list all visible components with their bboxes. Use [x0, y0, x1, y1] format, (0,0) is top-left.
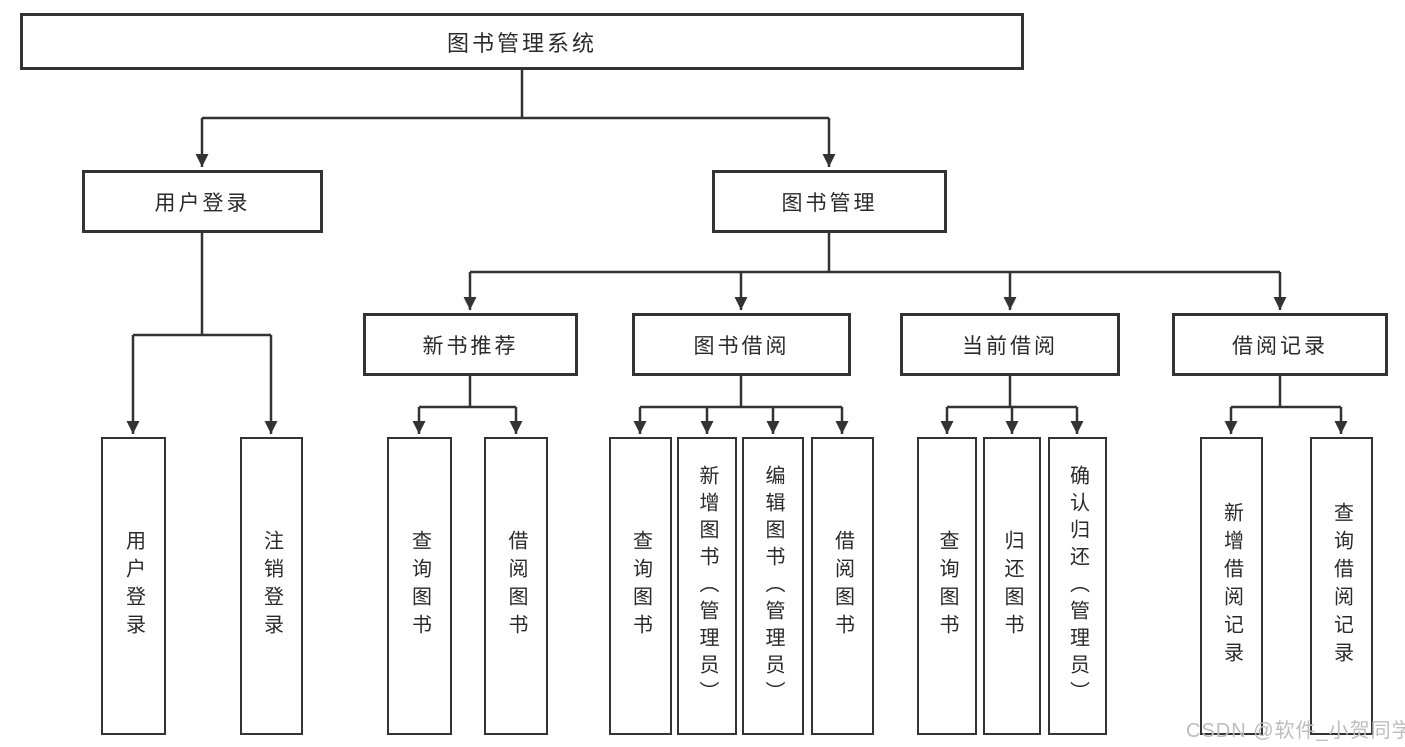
leaf-recommend-borrow-books: 借阅图书 [484, 437, 548, 735]
node-book-management: 图书管理 [712, 170, 947, 233]
node-borrowing-records: 借阅记录 [1172, 313, 1388, 376]
leaf-borrowing-edit-books-admin: 编辑图书（管理员） [742, 437, 804, 735]
csdn-watermark: CSDN @软件_小贺同学 [1186, 720, 1405, 742]
leaf-borrowing-add-books-admin: 新增图书（管理员） [677, 437, 737, 735]
leaf-borrowing-query-books: 查询图书 [609, 437, 672, 735]
node-book-borrowing: 图书借阅 [632, 313, 851, 376]
leaf-user-login: 用户登录 [101, 437, 166, 735]
leaf-current-return-books: 归还图书 [983, 437, 1041, 735]
leaf-current-query-books: 查询图书 [917, 437, 977, 735]
node-user-login: 用户登录 [82, 170, 323, 233]
node-current-borrowing: 当前借阅 [900, 313, 1120, 376]
node-new-book-recommendation: 新书推荐 [363, 313, 578, 376]
node-library-management-system: 图书管理系统 [20, 13, 1024, 70]
leaf-borrowing-borrow-books: 借阅图书 [811, 437, 874, 735]
leaf-records-query-borrow-record: 查询借阅记录 [1310, 437, 1373, 735]
leaf-recommend-query-books: 查询图书 [387, 437, 452, 735]
leaf-logout-login: 注销登录 [240, 437, 303, 735]
leaf-records-add-borrow-record: 新增借阅记录 [1200, 437, 1263, 735]
leaf-current-confirm-return-admin: 确认归还（管理员） [1048, 437, 1107, 735]
